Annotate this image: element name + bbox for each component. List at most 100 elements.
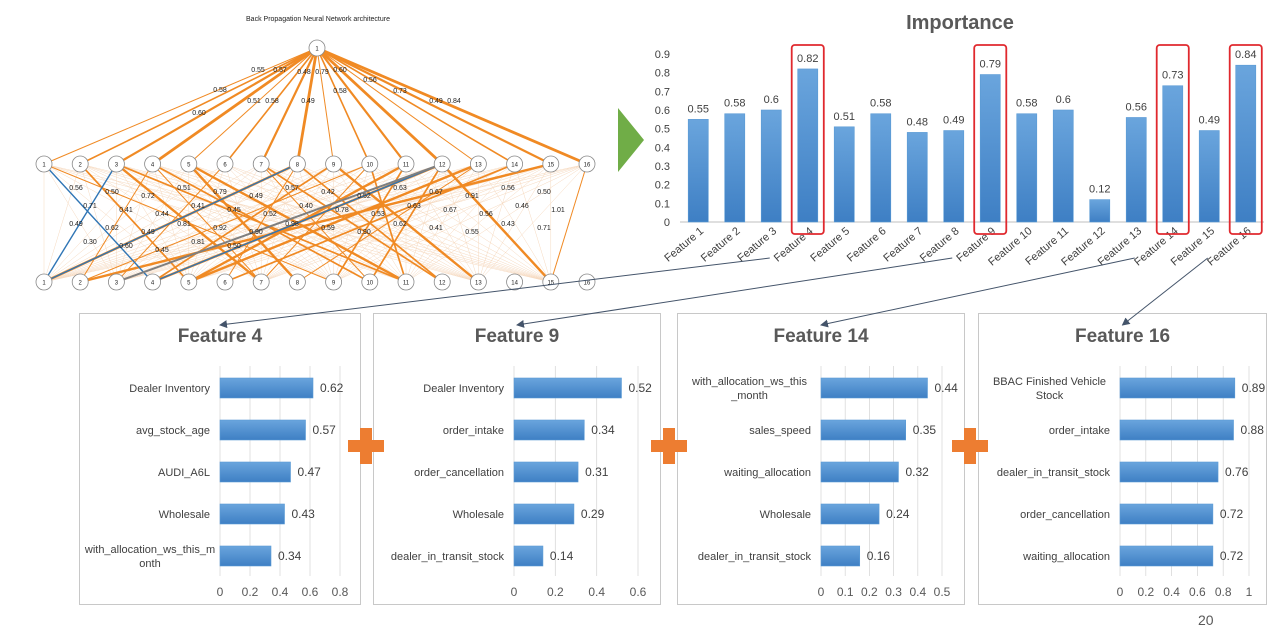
weight-label: 0.71 xyxy=(537,225,551,232)
output-connection xyxy=(316,47,552,165)
weight-label: 0.60 xyxy=(192,110,206,117)
x-tick-label: 0 xyxy=(1117,585,1124,599)
x-tick-label: 0.6 xyxy=(302,585,319,599)
weight-label: 0.51 xyxy=(247,98,261,105)
category-label: BBAC Finished Vehicle xyxy=(993,376,1106,388)
x-tick-label: 0.8 xyxy=(332,585,349,599)
node-label: 5 xyxy=(187,163,191,169)
bar-value-label: 0.29 xyxy=(581,507,605,521)
x-tick-label: 0.6 xyxy=(630,585,647,599)
weight-label: 0.51 xyxy=(177,185,191,192)
weight-label: 0.90 xyxy=(249,229,263,236)
nn-title: Back Propagation Neural Network architec… xyxy=(246,16,390,23)
node-label: 10 xyxy=(366,281,373,287)
feature-bar xyxy=(1119,545,1214,567)
bar-value-label: 0.24 xyxy=(886,507,910,521)
feature-bar xyxy=(820,461,899,483)
node-label: 1 xyxy=(315,47,319,53)
hidden-node xyxy=(108,155,125,173)
bar-value-label: 0.47 xyxy=(298,465,322,479)
feature-bar xyxy=(513,503,575,525)
importance-bar-chart: 00.10.20.30.40.50.60.70.80.90.55Feature … xyxy=(655,44,1264,268)
node-label: 8 xyxy=(296,163,300,169)
input-node xyxy=(35,273,53,291)
weight-label: 0.59 xyxy=(321,225,335,232)
x-tick-label: Feature 6 xyxy=(845,225,889,264)
weight-label: 0.81 xyxy=(191,239,205,246)
x-tick-label: 0.1 xyxy=(837,585,854,599)
right-arrow-icon xyxy=(618,108,644,172)
weight-label: 0.57 xyxy=(273,67,287,74)
x-tick-label: 0.2 xyxy=(547,585,564,599)
node-label: 11 xyxy=(403,281,410,287)
feature-bar xyxy=(1119,503,1214,525)
importance-chart-title: Importance xyxy=(906,12,1014,34)
weight-label: 0.49 xyxy=(429,98,443,105)
hidden-node xyxy=(144,155,162,173)
weight-label: 0.63 xyxy=(393,185,407,192)
plus-icon xyxy=(651,428,687,464)
input-node xyxy=(71,273,89,291)
negative-connection xyxy=(152,163,443,283)
importance-bar xyxy=(1162,85,1184,223)
bar-value-label: 0.14 xyxy=(550,549,574,563)
importance-bar xyxy=(979,74,1001,223)
x-tick-label: 0.2 xyxy=(1137,585,1154,599)
importance-bar xyxy=(1052,109,1074,223)
importance-value-label: 0.12 xyxy=(1089,184,1110,196)
weight-label: 0.57 xyxy=(285,185,299,192)
hidden-input-connection xyxy=(80,163,370,283)
hidden-node xyxy=(180,155,198,173)
y-tick-label: 0 xyxy=(664,217,670,229)
weight-label: 1.01 xyxy=(551,207,565,214)
weight-label: 0.52 xyxy=(357,193,371,200)
importance-bar xyxy=(833,126,855,223)
node-label: 1 xyxy=(42,281,46,287)
importance-value-label: 0.58 xyxy=(1016,98,1037,110)
x-tick-label: 0.3 xyxy=(885,585,902,599)
output-connection xyxy=(316,47,516,165)
category-label: Dealer Inventory xyxy=(423,383,504,395)
bar-value-label: 0.52 xyxy=(628,381,652,395)
importance-bar xyxy=(870,113,892,223)
feature-bar xyxy=(219,377,314,399)
weight-label: 0.40 xyxy=(299,203,313,210)
feature-bar xyxy=(820,503,880,525)
x-tick-label: 0.2 xyxy=(242,585,259,599)
bar-value-label: 0.76 xyxy=(1225,465,1249,479)
node-label: 13 xyxy=(475,281,482,287)
hidden-node xyxy=(361,155,379,173)
hidden-node xyxy=(433,155,451,173)
category-label: _month xyxy=(730,390,768,402)
weight-label: 0.81 xyxy=(177,221,191,228)
x-tick-label: Feature 8 xyxy=(918,225,962,264)
node-label: 9 xyxy=(332,163,336,169)
feature-bar xyxy=(1119,377,1236,399)
bar-value-label: 0.16 xyxy=(867,549,891,563)
y-tick-label: 0.9 xyxy=(655,49,670,61)
output-connection xyxy=(151,46,318,166)
category-label: onth xyxy=(139,558,160,570)
x-tick-label: Feature 3 xyxy=(735,225,779,264)
hidden-node xyxy=(288,155,306,173)
node-label: 13 xyxy=(475,163,482,169)
bar-value-label: 0.72 xyxy=(1220,549,1244,563)
bar-value-label: 0.88 xyxy=(1241,423,1265,437)
y-tick-label: 0.5 xyxy=(655,124,670,136)
importance-value-label: 0.49 xyxy=(1199,115,1220,127)
hidden-node xyxy=(71,155,89,173)
importance-value-label: 0.84 xyxy=(1235,49,1256,61)
output-connection xyxy=(115,47,318,165)
category-label: sales_speed xyxy=(749,425,811,437)
weight-label: 0.58 xyxy=(265,98,279,105)
feature-9-title: Feature 9 xyxy=(474,326,560,347)
weight-label: 0.50 xyxy=(105,189,119,196)
node-label: 15 xyxy=(547,281,554,287)
output-connection xyxy=(316,47,371,165)
importance-value-label: 0.6 xyxy=(764,94,779,106)
y-tick-label: 0.2 xyxy=(655,180,670,192)
node-label: 16 xyxy=(584,163,591,169)
